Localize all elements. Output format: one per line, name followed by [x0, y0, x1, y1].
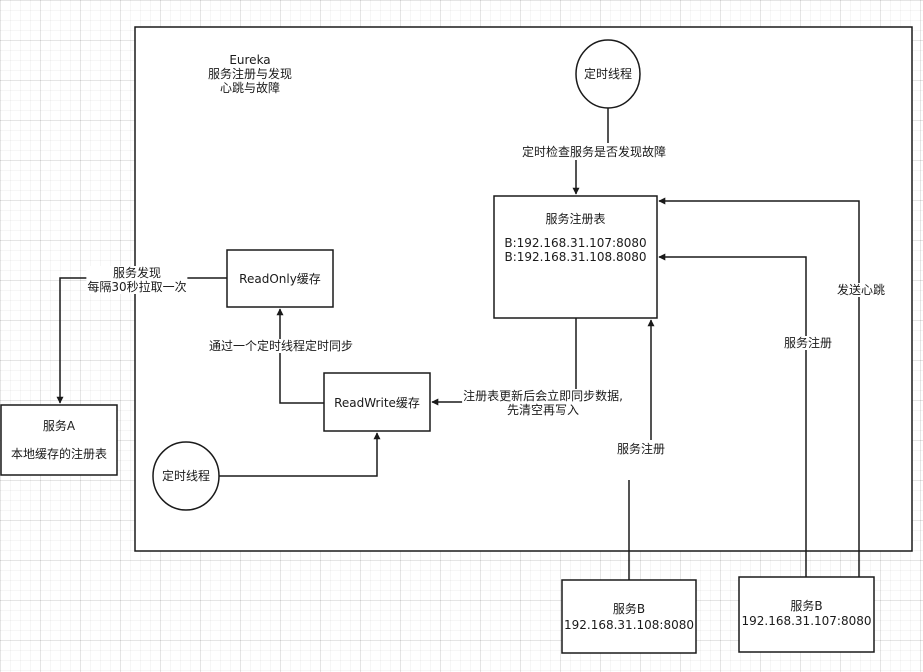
update-label: 注册表更新后会立即同步数据, 先清空再写入: [462, 389, 624, 417]
service-a-title: 服务A: [42, 419, 76, 433]
check-label: 定时检查服务是否发现故障: [520, 145, 668, 159]
register-label-108: 服务注册: [615, 442, 667, 456]
service-b-107-title: 服务B: [790, 599, 823, 613]
discover-label-line2: 每隔30秒拉取一次: [87, 280, 187, 294]
heartbeat-label: 发送心跳: [835, 283, 887, 297]
registry-entry: B:192.168.31.107:8080: [504, 236, 647, 250]
timer-to-readwrite-arrow: [219, 432, 381, 477]
registry-title: 服务注册表: [545, 212, 606, 226]
discover-label-line1: 服务发现: [112, 266, 161, 280]
service-b-107-box: [738, 576, 875, 653]
service-b-107-heartbeat-arrow: [658, 197, 860, 577]
eureka-title-line2: 服务注册与发现: [207, 67, 292, 81]
registry-entries: B:192.168.31.107:8080 B:192.168.31.108.8…: [494, 236, 657, 264]
service-b-107-address: 192.168.31.107:8080: [741, 614, 872, 628]
eureka-title-line3: 心跳与故障: [219, 81, 280, 95]
service-b-108-box: [561, 579, 697, 654]
readonly-cache-box: [226, 249, 334, 308]
sync-label: 通过一个定时线程定时同步: [207, 339, 355, 353]
service-a-subtitle: 本地缓存的注册表: [10, 447, 107, 461]
registry-box: [493, 195, 658, 319]
readonly-label: ReadOnly缓存: [239, 272, 321, 286]
timer-bottom-label: 定时线程: [161, 469, 210, 483]
service-b-108-title: 服务B: [612, 602, 646, 616]
registry-entry: B:192.168.31.108.8080: [504, 250, 647, 264]
eureka-title-line1: Eureka: [229, 53, 271, 67]
eureka-title: Eureka 服务注册与发现 心跳与故障: [195, 53, 305, 95]
service-b-108-address: 192.168.31.108:8080: [563, 618, 694, 632]
update-label-line2: 先清空再写入: [506, 403, 580, 417]
readwrite-label: ReadWrite缓存: [334, 396, 420, 410]
service-a-box: [0, 404, 118, 476]
register-label-107: 服务注册: [782, 336, 834, 350]
service-b-107-register-arrow: [658, 253, 807, 577]
discover-label: 服务发现 每隔30秒拉取一次: [86, 266, 188, 294]
readwrite-cache-box: [323, 372, 431, 432]
update-label-line1: 注册表更新后会立即同步数据,: [463, 389, 623, 403]
timer-top-label: 定时线程: [583, 67, 632, 81]
